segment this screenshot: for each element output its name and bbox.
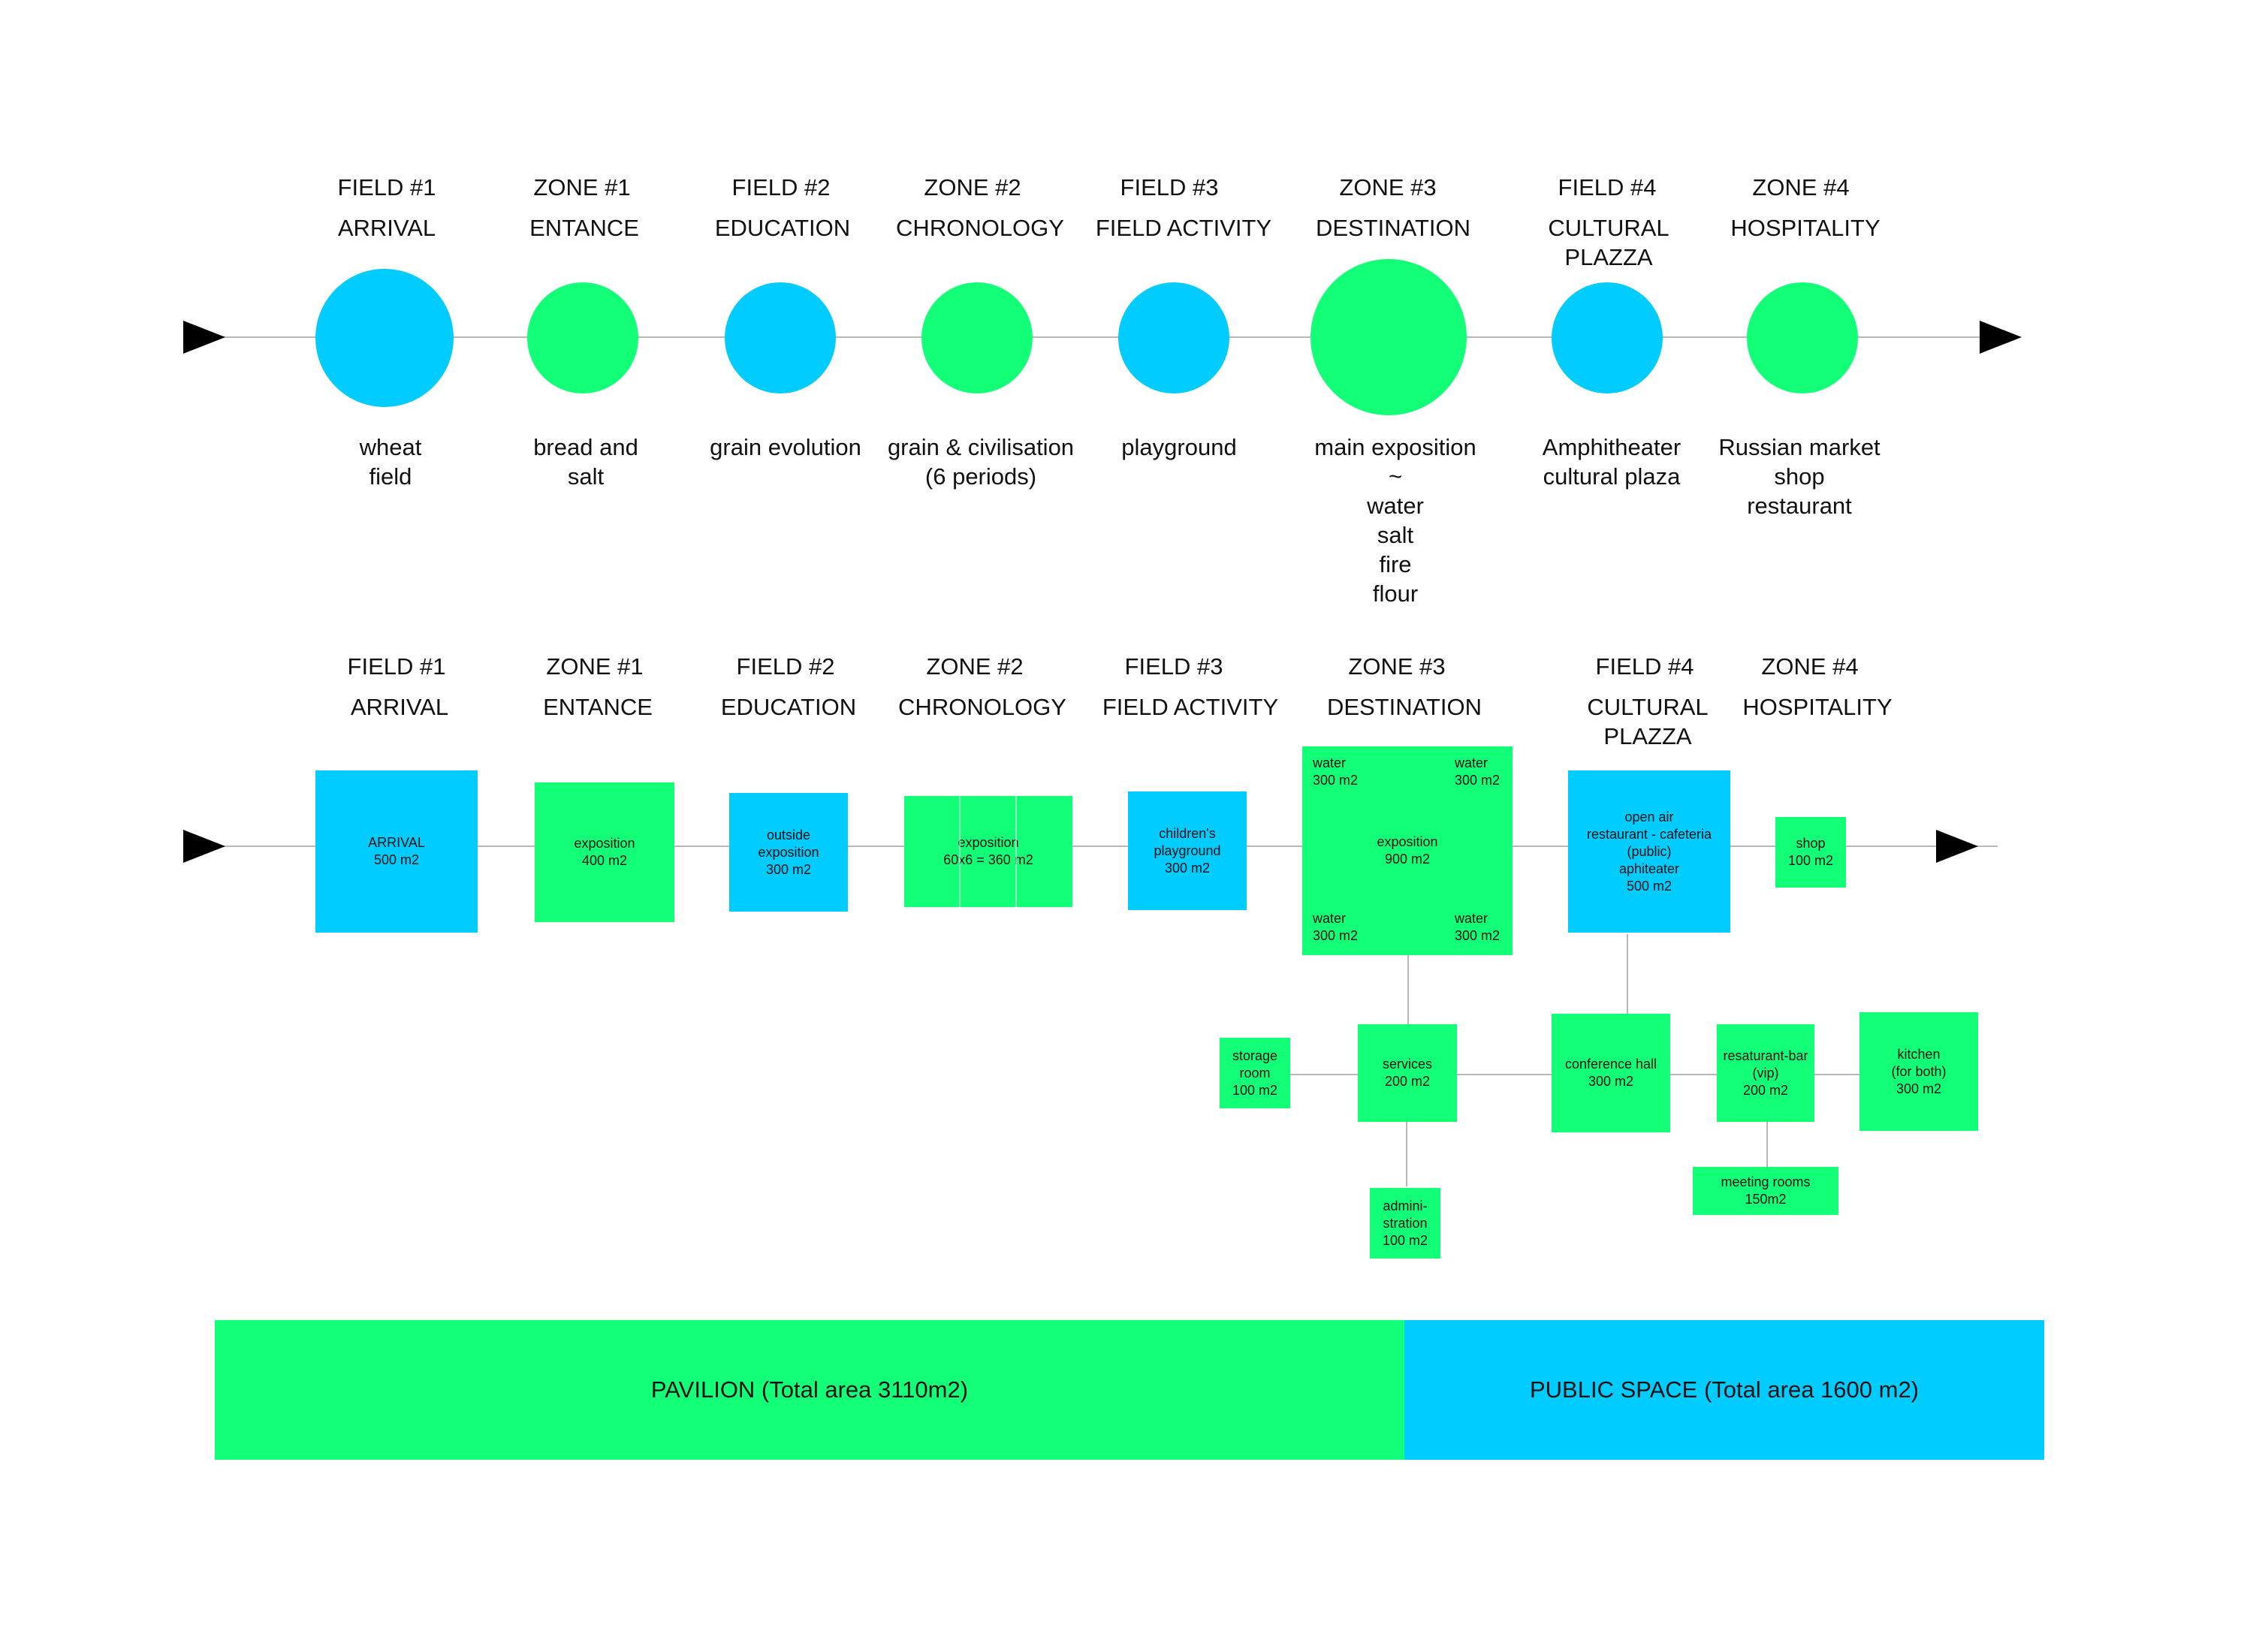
zone-code-zone-2: ZONE #2 bbox=[924, 174, 1021, 200]
circle-zone-4 bbox=[1747, 282, 1858, 393]
zone-code-field-3: FIELD #3 bbox=[1120, 174, 1219, 200]
arrow-start-bottom-icon bbox=[183, 830, 225, 863]
box-name-field-3: FIELD ACTIVITY bbox=[1102, 694, 1279, 720]
room-arrival: ARRIVAL 500 m2 bbox=[315, 770, 478, 933]
box-code-field-1: FIELD #1 bbox=[347, 653, 446, 680]
total-pavilion-bar: PAVILION (Total area 3110m2) bbox=[215, 1320, 1404, 1460]
total-public-space-label: PUBLIC SPACE (Total area 1600 m2) bbox=[1529, 1376, 1920, 1403]
timeline-axis-top bbox=[210, 336, 1998, 338]
zone-code-zone-4: ZONE #4 bbox=[1752, 174, 1850, 200]
zone-code-field-1: FIELD #1 bbox=[337, 174, 436, 200]
zone-desc-field-4: Amphitheater cultural plaza bbox=[1542, 434, 1681, 490]
chronology-divider-1 bbox=[959, 796, 961, 907]
arrow-end-bottom-icon bbox=[1936, 830, 1978, 863]
zone-desc-zone-2: grain & civilisation (6 periods) bbox=[887, 434, 1075, 490]
box-code-field-4: FIELD #4 bbox=[1595, 653, 1694, 680]
room-open-air-plaza: open air restaurant - cafeteria (public)… bbox=[1568, 770, 1730, 933]
box-name-zone-3: DESTINATION bbox=[1326, 694, 1482, 720]
zone-name-field-3: FIELD ACTIVITY bbox=[1095, 215, 1272, 241]
circle-field-2 bbox=[725, 282, 836, 393]
water-top-left: water 300 m2 bbox=[1313, 755, 1359, 788]
box-code-field-2: FIELD #2 bbox=[736, 653, 835, 680]
water-bottom-right: water 300 m2 bbox=[1455, 911, 1500, 943]
zone-desc-field-2: grain evolution bbox=[710, 434, 861, 460]
box-name-zone-4: HOSPITALITY bbox=[1742, 694, 1893, 720]
zone-code-zone-1: ZONE #1 bbox=[533, 174, 631, 200]
zone-name-field-1: ARRIVAL bbox=[337, 215, 436, 241]
zone-desc-zone-1: bread and salt bbox=[533, 434, 638, 490]
box-code-zone-2: ZONE #2 bbox=[926, 653, 1024, 680]
water-bottom-left: water 300 m2 bbox=[1313, 911, 1359, 943]
box-code-zone-4: ZONE #4 bbox=[1761, 653, 1859, 680]
box-code-zone-3: ZONE #3 bbox=[1348, 653, 1446, 680]
zone-name-zone-3: DESTINATION bbox=[1315, 215, 1471, 241]
circle-zone-1 bbox=[527, 282, 638, 393]
room-shop: shop 100 m2 bbox=[1775, 817, 1846, 888]
zone-name-field-4: CULTURAL PLAZZA bbox=[1548, 215, 1669, 270]
room-meeting-rooms: meeting rooms 150m2 bbox=[1693, 1167, 1838, 1215]
link-bar-meeting bbox=[1766, 1120, 1768, 1170]
zone-name-field-2: EDUCATION bbox=[714, 215, 851, 241]
circle-field-4 bbox=[1552, 282, 1663, 393]
water-top-right: water 300 m2 bbox=[1455, 755, 1500, 788]
zone-name-zone-4: HOSPITALITY bbox=[1730, 215, 1881, 241]
room-restaurant-bar: resaturant-bar (vip) 200 m2 bbox=[1717, 1024, 1814, 1122]
zone-desc-zone-4: Russian market shop restaurant bbox=[1718, 434, 1881, 519]
zone-name-zone-2: CHRONOLOGY bbox=[896, 215, 1064, 241]
box-name-field-1: ARRIVAL bbox=[350, 694, 449, 720]
total-public-space-bar: PUBLIC SPACE (Total area 1600 m2) bbox=[1404, 1320, 2044, 1460]
room-main-exposition: exposition 900 m2 bbox=[1302, 746, 1513, 955]
zone-code-field-4: FIELD #4 bbox=[1558, 174, 1657, 200]
flow-axis-bottom bbox=[210, 846, 1998, 847]
chronology-divider-2 bbox=[1015, 796, 1017, 907]
box-code-field-3: FIELD #3 bbox=[1124, 653, 1223, 680]
zone-name-zone-1: ENTANCE bbox=[529, 215, 639, 241]
box-name-field-4: CULTURAL PLAZZA bbox=[1587, 694, 1709, 749]
room-conference-hall: conference hall 300 m2 bbox=[1552, 1014, 1670, 1132]
zone-desc-zone-3: main exposition ~ water salt fire flour bbox=[1314, 434, 1476, 607]
box-name-field-2: EDUCATION bbox=[720, 694, 857, 720]
arrow-start-top-icon bbox=[183, 321, 225, 354]
box-code-zone-1: ZONE #1 bbox=[546, 653, 644, 680]
zone-desc-field-1: wheat field bbox=[359, 434, 422, 490]
room-administration: admini- stration 100 m2 bbox=[1370, 1188, 1440, 1259]
link-destination-services bbox=[1407, 955, 1409, 1030]
box-name-zone-1: ENTANCE bbox=[543, 694, 653, 720]
total-pavilion-label: PAVILION (Total area 3110m2) bbox=[650, 1376, 969, 1403]
room-kitchen: kitchen (for both) 300 m2 bbox=[1859, 1012, 1978, 1131]
room-entrance-exposition: exposition 400 m2 bbox=[535, 782, 674, 922]
zone-code-zone-3: ZONE #3 bbox=[1339, 174, 1437, 200]
arrow-end-top-icon bbox=[1980, 321, 2022, 354]
link-plaza-conference bbox=[1627, 934, 1628, 1015]
room-childrens-playground: children's playground 300 m2 bbox=[1128, 791, 1247, 910]
link-services-admin bbox=[1406, 1120, 1407, 1186]
zone-desc-field-3: playground bbox=[1121, 434, 1237, 460]
room-services: services 200 m2 bbox=[1358, 1024, 1457, 1122]
room-chronology-exposition: exposition 60x6 = 360 m2 bbox=[904, 796, 1072, 907]
circle-field-1 bbox=[315, 269, 454, 407]
circle-zone-2 bbox=[921, 282, 1033, 393]
circle-field-3 bbox=[1118, 282, 1229, 393]
box-name-zone-2: CHRONOLOGY bbox=[898, 694, 1066, 720]
zone-code-field-2: FIELD #2 bbox=[731, 174, 831, 200]
room-storage: storage room 100 m2 bbox=[1220, 1038, 1290, 1108]
circle-zone-3 bbox=[1310, 259, 1467, 415]
room-outside-exposition: outside exposition 300 m2 bbox=[729, 793, 848, 912]
